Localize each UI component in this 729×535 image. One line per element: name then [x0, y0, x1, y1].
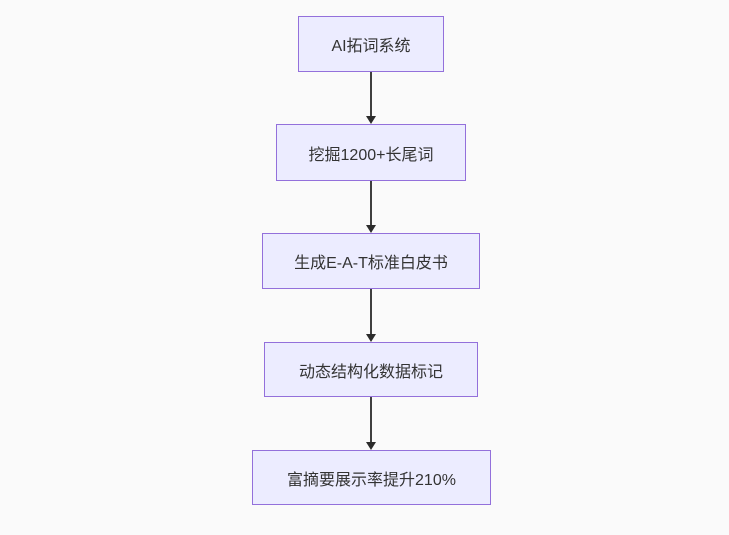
flow-node-dynamic-structured-data-markup: 动态结构化数据标记 — [264, 342, 478, 397]
flow-node-mine-longtail-keywords: 挖掘1200+长尾词 — [276, 124, 466, 181]
flow-node-ai-word-expansion-system: AI拓词系统 — [298, 16, 444, 72]
flow-node-label: 生成E-A-T标准白皮书 — [294, 255, 448, 272]
flow-edge-1 — [364, 72, 378, 124]
arrow-line — [370, 397, 372, 443]
arrow-line — [370, 181, 372, 226]
arrow-line — [370, 72, 372, 117]
arrowhead-down-icon — [366, 334, 376, 342]
flow-edge-2 — [364, 181, 378, 233]
flow-node-label: 富摘要展示率提升210% — [287, 471, 456, 489]
flow-edge-4 — [364, 397, 378, 450]
arrowhead-down-icon — [366, 442, 376, 450]
arrowhead-down-icon — [366, 225, 376, 233]
flow-node-generate-eat-whitepaper: 生成E-A-T标准白皮书 — [262, 233, 480, 289]
flow-edge-3 — [364, 289, 378, 342]
arrowhead-down-icon — [366, 116, 376, 124]
arrow-line — [370, 289, 372, 335]
flow-node-label: AI拓词系统 — [331, 38, 411, 55]
flow-node-rich-snippet-rate-increase: 富摘要展示率提升210% — [252, 450, 491, 505]
flow-node-label: 动态结构化数据标记 — [298, 363, 443, 381]
flow-node-label: 挖掘1200+长尾词 — [308, 146, 434, 164]
